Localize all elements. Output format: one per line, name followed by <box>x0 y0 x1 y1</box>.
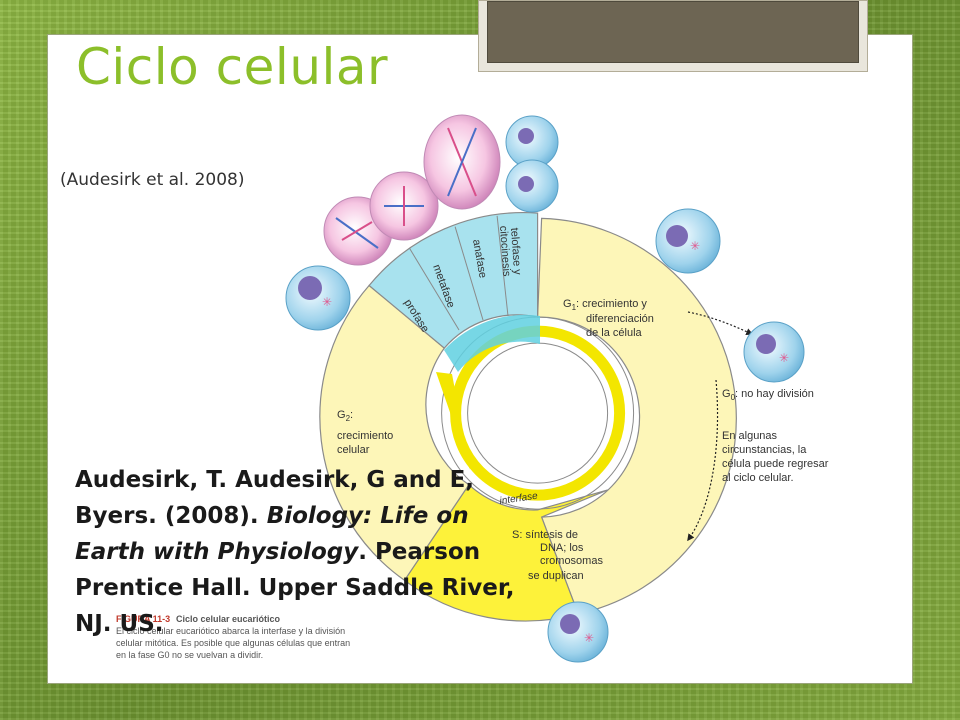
label-interfase: interfase <box>499 491 539 507</box>
label-s-line4: se duplican <box>528 570 584 582</box>
svg-text:✳: ✳ <box>322 295 332 309</box>
label-g2-line2: crecimiento <box>337 430 393 442</box>
cell-profase: ✳ <box>285 265 351 331</box>
label-g2: G2: <box>337 409 353 423</box>
label-g1-line3: de la célula <box>586 327 643 339</box>
label-g2-line3: celular <box>337 444 370 456</box>
label-citocinesis: citocinesis <box>497 225 513 277</box>
g0-note-1: En algunas <box>722 430 778 442</box>
label-g1: G1: crecimiento y <box>563 298 647 312</box>
cell-g0: ✳ <box>743 321 805 383</box>
label-g1-line2: diferenciación <box>586 313 654 325</box>
cell-anafase <box>423 114 501 210</box>
figure-credit: (Audesirk et al. 2008) <box>60 170 245 190</box>
svg-text:✳: ✳ <box>779 351 789 365</box>
g0-note-2: circunstancias, la <box>722 444 807 456</box>
cell-telofase <box>505 115 559 213</box>
g0-arrow-in <box>687 311 754 336</box>
g0-note-3: célula puede regresar <box>722 458 829 470</box>
top-decorative-frame <box>478 0 868 72</box>
label-g0: G0: no hay división <box>722 388 814 402</box>
figure-caption-1: El ciclo celular eucariótico abarca la i… <box>116 626 345 636</box>
label-s-line3: cromosomas <box>540 555 603 567</box>
cell-s-bottom: ✳ <box>547 601 609 663</box>
figure-caption-3: en la fase G0 no se vuelvan a dividir. <box>116 650 263 660</box>
figure-caption-2: celular mitótica. Es posible que algunas… <box>116 638 350 648</box>
cell-metafase <box>369 171 439 241</box>
mitosis-segment <box>368 212 539 349</box>
svg-text:✳: ✳ <box>690 239 700 253</box>
slide-title: Ciclo celular <box>76 38 389 96</box>
cell-g1-top: ✳ <box>655 208 721 274</box>
svg-text:✳: ✳ <box>584 631 594 645</box>
label-s-line2: DNA; los <box>540 542 584 554</box>
label-s-line1: S: síntesis de <box>512 529 578 541</box>
g2-segment <box>319 284 470 582</box>
g1-segment <box>536 217 737 615</box>
label-telofase: telofase y <box>508 227 523 275</box>
figure-label: FIGURA 11-3 <box>116 614 170 624</box>
g0-note-4: al ciclo celular. <box>722 472 794 484</box>
figure-title: Ciclo celular eucariótico <box>176 614 281 624</box>
s-segment <box>403 483 608 622</box>
reference-citation: Audesirk, T. Audesirk, G and E, Byers. (… <box>75 467 515 637</box>
